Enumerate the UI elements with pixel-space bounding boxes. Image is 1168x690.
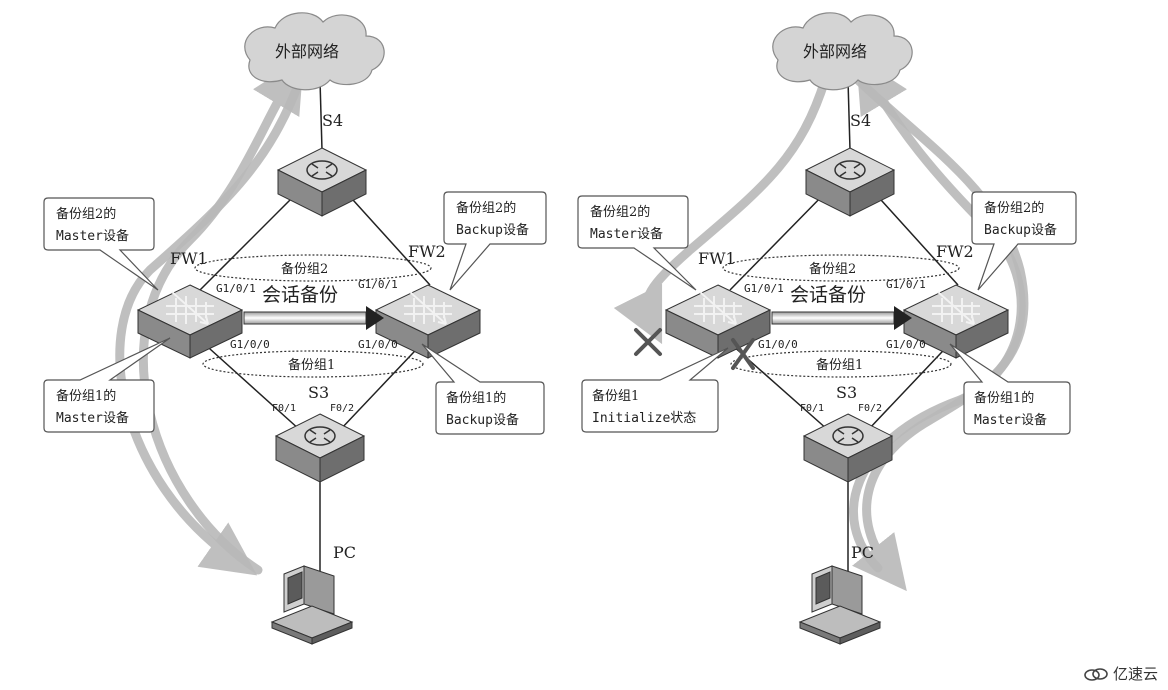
group2-label: 备份组2 bbox=[281, 261, 328, 277]
watermark-text: 亿速云 bbox=[1112, 665, 1158, 683]
s4-label: S4 bbox=[322, 111, 343, 130]
session-backup-pipe bbox=[771, 311, 895, 325]
fw2-port-bottom: G1/0/0 bbox=[886, 338, 926, 351]
s4-label: S4 bbox=[850, 111, 871, 130]
cloud-label: 外部网络 bbox=[275, 42, 339, 61]
backup-group2-ellipse bbox=[194, 254, 432, 282]
link-s4-fw1 bbox=[729, 189, 829, 291]
link-s4-fw2 bbox=[871, 189, 959, 286]
session-backup-label: 会话备份 bbox=[262, 284, 338, 306]
callout-tr-line1: 备份组2的 bbox=[984, 200, 1044, 216]
cross-icon bbox=[634, 328, 662, 356]
callout-top-left: 备份组2的 Master设备 bbox=[577, 195, 697, 291]
switch-icon bbox=[805, 147, 895, 217]
callout-top-right: 备份组2的 Backup设备 bbox=[971, 191, 1077, 291]
cloud-icon bbox=[244, 12, 385, 91]
watermark: 亿速云 bbox=[1083, 663, 1158, 684]
pc-icon bbox=[271, 565, 353, 645]
fw2-port-top: G1/0/1 bbox=[358, 278, 398, 291]
callout-bl-line1: 备份组1 bbox=[592, 388, 639, 404]
traffic-path-down-failed bbox=[613, 75, 830, 345]
firewall-icon bbox=[665, 284, 771, 359]
callout-tr-line2: Backup设备 bbox=[456, 222, 529, 238]
callout-bl-line2: Master设备 bbox=[56, 410, 129, 426]
session-backup-label: 会话备份 bbox=[790, 284, 866, 306]
group1-label: 备份组1 bbox=[288, 357, 335, 373]
link-fw1-s3 bbox=[199, 339, 301, 431]
switch-icon bbox=[275, 413, 365, 483]
switch-icon bbox=[277, 147, 367, 217]
traffic-path-up bbox=[139, 56, 304, 575]
callout-tl-line2: Master设备 bbox=[590, 226, 663, 242]
s3-port-left: F0/1 bbox=[800, 403, 824, 414]
fw1-label: FW1 bbox=[170, 249, 208, 268]
callout-br-line2: Backup设备 bbox=[446, 412, 519, 428]
link-s4-cloud bbox=[847, 79, 851, 151]
callout-top-left: 备份组2的 Master设备 bbox=[43, 197, 159, 291]
fw2-port-top: G1/0/1 bbox=[886, 278, 926, 291]
fw1-port-bottom: G1/0/0 bbox=[230, 338, 270, 351]
pc-icon bbox=[799, 565, 881, 645]
callout-bottom-right: 备份组1的 Master设备 bbox=[949, 343, 1071, 435]
callout-bl-line1: 备份组1的 bbox=[56, 388, 116, 404]
s3-label: S3 bbox=[308, 383, 329, 402]
pc-label: PC bbox=[333, 543, 356, 562]
fw1-label: FW1 bbox=[698, 249, 736, 268]
link-s4-fw1 bbox=[199, 189, 301, 291]
callout-br-line2: Master设备 bbox=[974, 412, 1047, 428]
callout-bl-line2: Initialize状态 bbox=[592, 411, 696, 426]
group2-label: 备份组2 bbox=[809, 261, 856, 277]
s3-port-left: F0/1 bbox=[272, 403, 296, 414]
group1-label: 备份组1 bbox=[816, 357, 863, 373]
fw1-port-top: G1/0/1 bbox=[216, 282, 256, 295]
s3-label: S3 bbox=[836, 383, 857, 402]
traffic-path-down bbox=[115, 75, 305, 576]
callout-tl-line1: 备份组2的 bbox=[56, 206, 116, 222]
fw2-label: FW2 bbox=[408, 242, 446, 261]
session-backup-arrowhead bbox=[894, 306, 912, 330]
panel-left: 外部网络 S4 备份组2 备份组1 FW1 FW2 会话备份 G1/0/1 G1… bbox=[43, 12, 547, 645]
fw2-port-bottom: G1/0/0 bbox=[358, 338, 398, 351]
callout-br-line1: 备份组1的 bbox=[974, 390, 1034, 406]
session-backup-pipe bbox=[243, 311, 367, 325]
cloud-label: 外部网络 bbox=[803, 42, 867, 61]
fw1-port-top: G1/0/1 bbox=[744, 282, 784, 295]
callout-bottom-right: 备份组1的 Backup设备 bbox=[421, 343, 545, 435]
backup-group1-ellipse bbox=[202, 350, 424, 378]
cloud-logo-icon bbox=[1084, 667, 1108, 681]
s3-port-right: F0/2 bbox=[858, 403, 882, 414]
fw1-port-bottom: G1/0/0 bbox=[758, 338, 798, 351]
callout-br-line1: 备份组1的 bbox=[446, 390, 506, 406]
backup-group1-ellipse bbox=[730, 350, 952, 378]
traffic-path-down bbox=[852, 75, 1029, 592]
callout-top-right: 备份组2的 Backup设备 bbox=[443, 191, 547, 291]
session-backup-arrowhead bbox=[366, 306, 384, 330]
backup-group2-ellipse bbox=[722, 254, 960, 282]
callout-bottom-left: 备份组1的 Master设备 bbox=[43, 337, 171, 433]
callout-tl-line1: 备份组2的 bbox=[590, 204, 650, 220]
cloud-icon bbox=[772, 12, 913, 91]
fw2-label: FW2 bbox=[936, 242, 974, 261]
s3-port-right: F0/2 bbox=[330, 403, 354, 414]
link-s4-fw2 bbox=[343, 189, 431, 286]
link-s4-cloud bbox=[319, 79, 323, 151]
callout-bottom-left: 备份组1 Initialize状态 bbox=[581, 347, 729, 433]
pc-label: PC bbox=[851, 543, 874, 562]
callout-tr-line2: Backup设备 bbox=[984, 222, 1057, 238]
callout-tl-line2: Master设备 bbox=[56, 228, 129, 244]
callout-tr-line1: 备份组2的 bbox=[456, 200, 516, 216]
panel-right: 外部网络 S4 备份组2 备份组1 FW1 FW2 会话备份 G1/0/1 G1… bbox=[577, 12, 1077, 645]
cross-icon bbox=[731, 338, 755, 370]
